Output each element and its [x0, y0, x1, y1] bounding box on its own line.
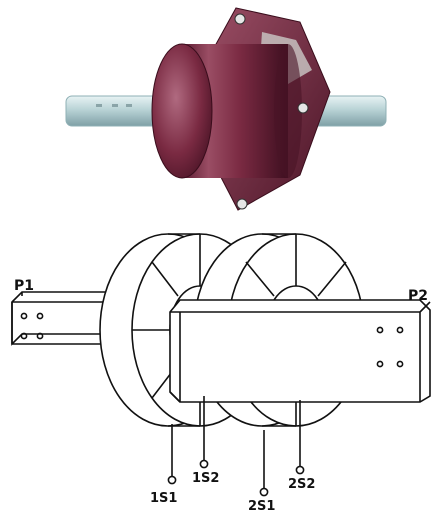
ct-product-illustration — [65, 7, 387, 211]
ct-core-diagram — [11, 233, 431, 497]
primary-bar-right — [169, 299, 431, 403]
label-p2: P2 — [408, 288, 428, 304]
label-1s1: 1S1 — [150, 491, 177, 506]
label-2s1: 2S1 — [248, 499, 275, 514]
flange-bolt-bottom — [236, 198, 248, 210]
flange-bolt-top — [234, 13, 246, 25]
label-1s2: 1S2 — [192, 471, 219, 486]
ct-front-face — [151, 43, 213, 179]
label-p1: P1 — [14, 278, 34, 294]
label-2s2: 2S2 — [288, 477, 315, 492]
rod-markings — [96, 104, 132, 107]
secondary-leads — [167, 396, 305, 497]
flange-bolt-right — [297, 102, 309, 114]
